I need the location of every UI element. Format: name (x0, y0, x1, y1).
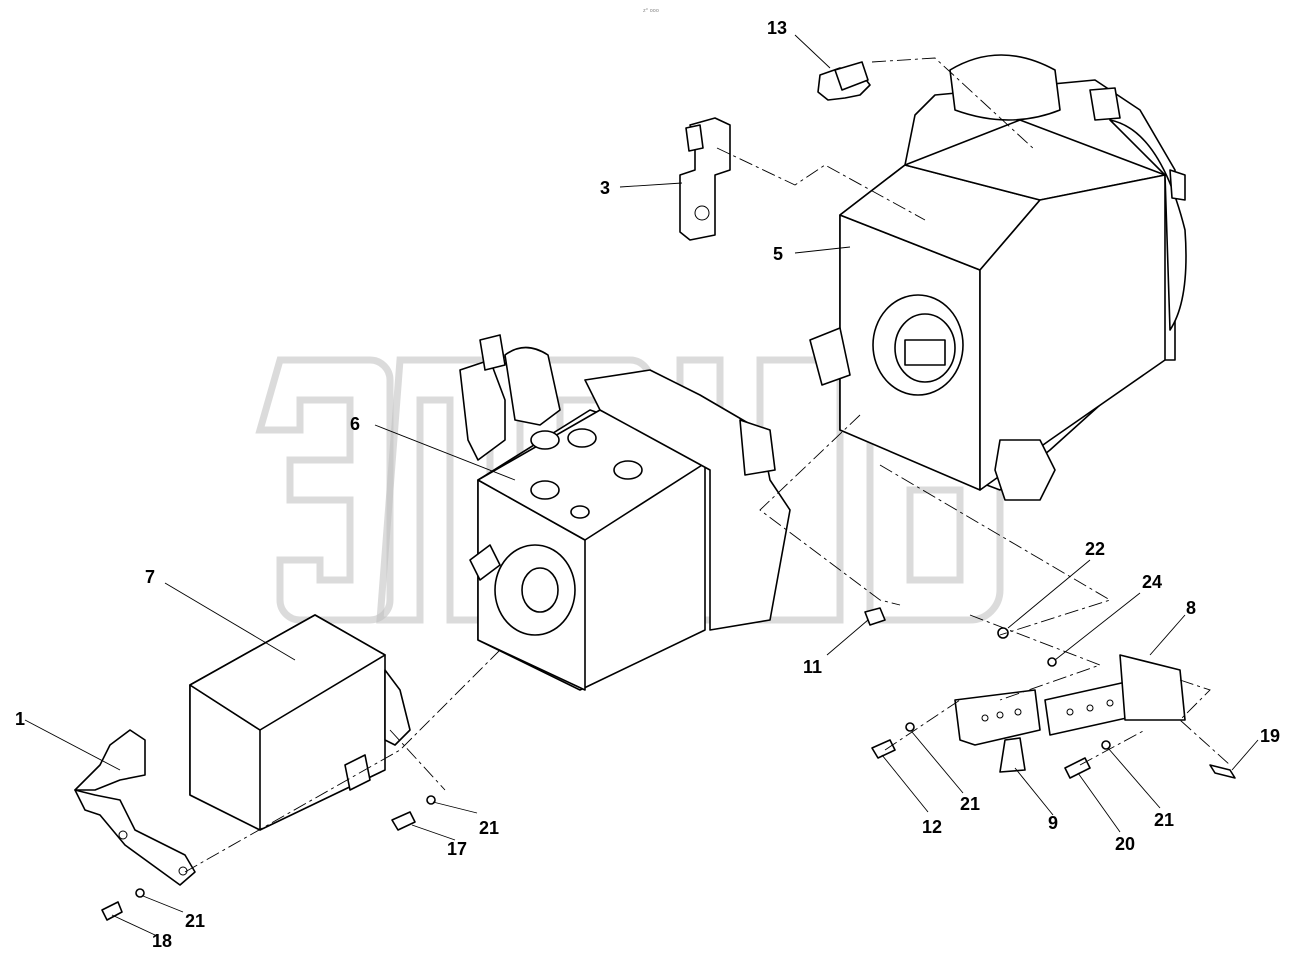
part-19-bolt (1209, 764, 1236, 779)
part-13-bolt (817, 61, 871, 101)
callout-22: 22 (1085, 539, 1105, 559)
callout-18: 18 (152, 931, 172, 951)
callout-13: 13 (767, 18, 787, 38)
callout-21-d: 21 (185, 911, 205, 931)
part-20-bolt (1064, 757, 1091, 779)
part-18-bolt (101, 901, 123, 921)
part-6-valve-block (459, 334, 791, 691)
part-3-bracket (679, 117, 731, 241)
part-24-washer (1047, 657, 1057, 667)
header-mark: z° ooo (643, 8, 659, 14)
part-8-plate (1044, 654, 1186, 736)
part-17-bolt (391, 811, 416, 831)
callout-5: 5 (773, 244, 783, 264)
callout-3: 3 (600, 178, 610, 198)
callout-7: 7 (145, 567, 155, 587)
callout-6: 6 (350, 414, 360, 434)
callout-21-b: 21 (960, 794, 980, 814)
callout-11: 11 (803, 657, 822, 677)
callout-1: 1 (15, 709, 25, 729)
part-5-pump (809, 54, 1187, 501)
callout-21-a: 21 (479, 818, 499, 838)
callout-labels: 13 3 5 6 7 22 24 8 11 1 21 17 21 12 9 21… (15, 18, 1280, 951)
callout-20: 20 (1115, 834, 1135, 854)
callout-12: 12 (922, 817, 942, 837)
callout-9: 9 (1048, 813, 1058, 833)
part-1-bracket (74, 729, 196, 886)
callout-8: 8 (1186, 598, 1196, 618)
part-12-bolt (871, 739, 896, 759)
part-9-bracket (954, 689, 1041, 773)
callout-21-c: 21 (1154, 810, 1174, 830)
callout-17: 17 (447, 839, 467, 859)
callout-24: 24 (1142, 572, 1162, 592)
part-7-cover (189, 614, 411, 831)
assembly-centerlines (184, 57, 1231, 873)
leader-lines (24, 34, 1259, 936)
part-11-bolt (864, 607, 886, 626)
callout-19: 19 (1260, 726, 1280, 746)
